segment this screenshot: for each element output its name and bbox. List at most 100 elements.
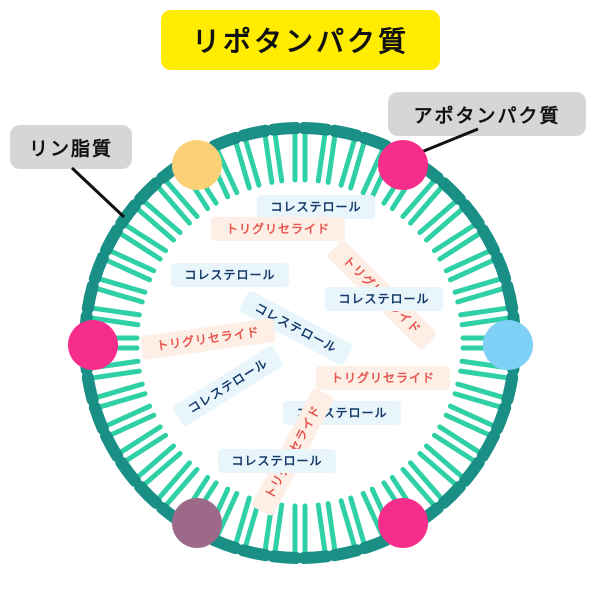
cholesterol-label: コレステロール (270, 200, 361, 214)
lipid-tail (109, 249, 157, 274)
lipid-tail (118, 424, 163, 455)
lipid-tail (262, 134, 275, 185)
lipid-tail (109, 412, 157, 437)
lipid-tail (156, 460, 192, 501)
lipid-head (134, 480, 163, 509)
lipid-tail (455, 381, 505, 400)
protein-pink-bottom (378, 498, 428, 548)
protein-mauve (172, 498, 222, 548)
lipid-head (328, 544, 363, 562)
lipid-tail (437, 231, 482, 262)
lipid-head (437, 177, 466, 206)
lipid-tail (156, 185, 192, 226)
lipid-head (81, 371, 99, 406)
lipid-head (358, 131, 392, 152)
lipid-tail (348, 141, 367, 191)
protein-yellow (172, 140, 222, 190)
lipid-tail (105, 258, 153, 283)
diagram-title: リポタンパク質 (161, 10, 440, 70)
cholesterol-molecule: コレステロール (173, 346, 283, 426)
lipid-tail (124, 432, 169, 463)
lipid-head (501, 371, 519, 406)
lipid-tail (400, 179, 436, 220)
lipid-tail (315, 132, 328, 184)
lipid-tail (423, 443, 464, 479)
protein-pink-left (68, 320, 118, 370)
lipid-tail (98, 391, 148, 410)
lipid-head (115, 456, 142, 487)
apoproteins (68, 140, 533, 548)
lipid-tail (338, 138, 357, 188)
lipid-tail (443, 249, 491, 274)
lipid-head (297, 550, 333, 564)
lipid-tail (233, 495, 252, 545)
lipid-head (328, 124, 363, 142)
lipid-tail (443, 412, 491, 437)
lipid-tail (91, 368, 142, 381)
lipid-head (358, 534, 392, 555)
triglyceride-molecule: トリグリセライド (140, 318, 276, 360)
lipid-head (115, 199, 142, 230)
triglyceride-label: トリグリセライド (226, 221, 330, 236)
lipid-tail (455, 286, 505, 305)
cholesterol-molecule: コレステロール (325, 287, 443, 311)
lipid-tail (325, 134, 338, 185)
lipid-head (476, 429, 500, 462)
callout-lines (70, 127, 479, 219)
lipid-head (476, 224, 500, 257)
lipid-head (267, 122, 303, 136)
lipid-tail (417, 199, 458, 235)
lipid-head (267, 550, 303, 564)
lipid-tail (400, 466, 436, 507)
cholesterol-label: コレステロール (186, 356, 271, 416)
lipid-tail (105, 403, 153, 428)
cholesterol-molecule: コレステロール (171, 263, 289, 287)
lipid-tail (272, 502, 285, 554)
lipid-tail (233, 141, 252, 191)
lipid-head (208, 534, 242, 555)
lipid-tail (325, 501, 338, 552)
lipid-tail (408, 460, 444, 501)
lipid-tail (459, 315, 511, 328)
lipid-head (458, 456, 485, 487)
lipid-tail (452, 391, 502, 410)
lipid-tail (452, 276, 502, 295)
lipid-head (437, 480, 466, 509)
lipid-tail (417, 451, 458, 487)
cholesterol-label: コレステロール (184, 268, 275, 282)
triglyceride-molecule: トリグリセライド (211, 217, 345, 241)
lipid-tail (142, 199, 183, 235)
apoprotein-callout-line (413, 127, 479, 157)
triglyceride-label: トリグリセライド (331, 370, 435, 385)
lipid-tail (458, 305, 509, 318)
protein-blue (483, 320, 533, 370)
lipid-tail (243, 138, 262, 188)
lipid-tail (348, 495, 367, 545)
lipid-tail (431, 223, 476, 254)
lipid-tail (124, 223, 169, 254)
lipid-head (237, 544, 272, 562)
lipid-tail (458, 368, 509, 381)
lipid-tail (142, 451, 183, 487)
lipid-head (208, 131, 242, 152)
cholesterol-label: コレステロール (231, 454, 322, 468)
cholesterol-molecule: コレステロール (218, 449, 336, 473)
cholesterol-label: コレステロール (338, 292, 429, 306)
lipid-tail (95, 286, 145, 305)
apoprotein-pink (378, 140, 428, 190)
lipid-tail (118, 231, 163, 262)
lipid-tail (423, 207, 464, 243)
lipid-tail (437, 424, 482, 455)
lipid-tail (95, 381, 145, 400)
lipid-tail (91, 305, 142, 318)
lipid-tail (272, 132, 285, 184)
lipid-tail (315, 502, 328, 554)
lipid-head (134, 177, 163, 206)
lipid-tail (408, 185, 444, 226)
lipid-tail (136, 443, 177, 479)
lipid-head (458, 199, 485, 230)
phospholipid-callout-line (70, 166, 126, 219)
cholesterol-molecule: コレステロール (257, 195, 375, 219)
lipid-head (501, 280, 519, 315)
